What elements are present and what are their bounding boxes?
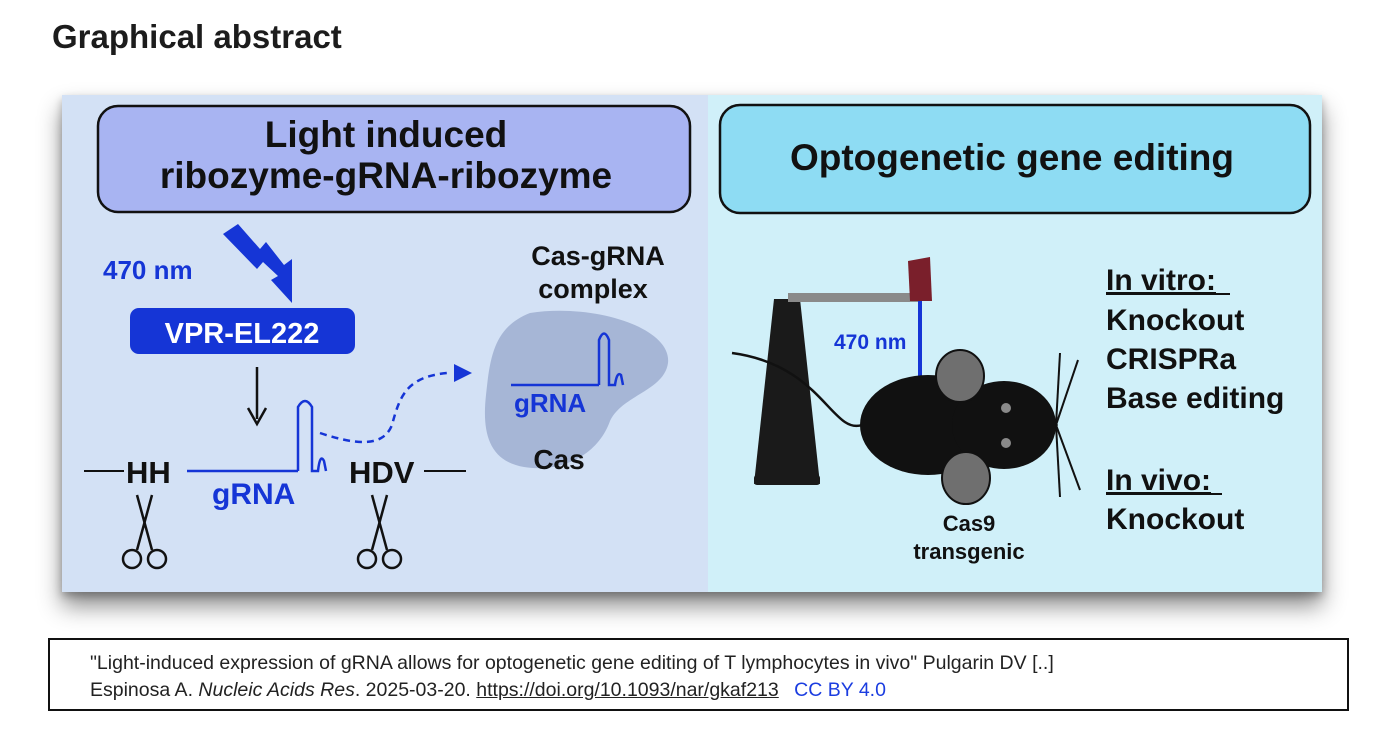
in-vivo-item-1: Knockout [1106,503,1244,536]
complex-grna-label: gRNA [514,388,586,418]
right-ribozyme-label: HDV [349,455,415,490]
citation-box: "Light-induced expression of gRNA allows… [48,638,1349,711]
citation-line-1: "Light-induced expression of gRNA allows… [90,652,1054,674]
citation-authors-end: Espinosa A. [90,679,193,701]
citation-line-2: Espinosa A. Nucleic Acids Res. 2025-03-2… [90,677,1347,704]
mouse-eye-top [1001,403,1011,413]
mouse-eye-bottom [1001,438,1011,448]
complex-cas-label: Cas [533,444,584,475]
mouse-snout [1042,400,1058,450]
mouse-head [952,381,1056,469]
cas-protein-blob [484,310,669,469]
laser-arm [788,293,918,302]
stand-base-cap [754,475,820,485]
left-panel: Light induced ribozyme-gRNA-ribozyme 470… [84,104,692,570]
laser-head [908,257,932,301]
page-title: Graphical abstract [52,18,342,55]
activator-label: VPR-EL222 [165,318,320,350]
mouse-label-line2: transgenic [913,539,1024,564]
in-vivo-heading: In vivo: [1106,464,1211,497]
left-title-line1: Light induced [265,114,508,155]
scissors-icon-right [356,494,403,570]
left-ribozyme-label: HH [126,455,171,490]
down-arrow-head [246,407,268,427]
grna-hairpin [296,399,328,473]
right-title-box [718,103,1312,215]
mouse-tail [731,351,863,428]
doi-link[interactable]: https://doi.org/10.1093/nar/gkaf213 [476,679,779,701]
in-vitro-item-3: Base editing [1106,382,1284,415]
laser-stand [754,299,820,484]
right-panel: Optogenetic gene editing 470 nm Cas9 [718,103,1312,564]
complex-label-line1: Cas-gRNA [531,241,665,271]
right-title: Optogenetic gene editing [790,137,1234,178]
left-title-line2: ribozyme-gRNA-ribozyme [160,155,612,196]
right-wavelength-label: 470 nm [834,331,906,354]
citation-journal: Nucleic Acids Res [198,679,355,701]
mouse-label-line1: Cas9 [943,511,996,536]
graphical-abstract-figure: Light induced ribozyme-gRNA-ribozyme 470… [62,95,1322,592]
mouse-illustration [731,349,1081,505]
activator-pill [130,308,355,354]
left-title-box [96,104,692,214]
mouse-ear-bottom [941,451,991,505]
complex-grna-hairpin [597,332,625,387]
in-vitro-item-1: Knockout [1106,304,1244,337]
lightning-bolt-icon [223,224,292,303]
license-link[interactable]: CC BY 4.0 [794,679,886,701]
mouse-whiskers [1055,352,1081,498]
grna-label: gRNA [212,478,295,511]
dashed-transfer-arrow [319,371,448,444]
in-vitro-item-2: CRISPRa [1106,343,1236,376]
scissors-icon-left [121,494,168,570]
dashed-arrow-head [454,364,472,382]
citation-date: . 2025-03-20. [354,679,471,701]
complex-label-line2: complex [538,274,648,304]
left-wavelength-label: 470 nm [103,255,193,285]
mouse-ear-top [935,349,985,403]
in-vitro-heading: In vitro: [1106,264,1216,297]
